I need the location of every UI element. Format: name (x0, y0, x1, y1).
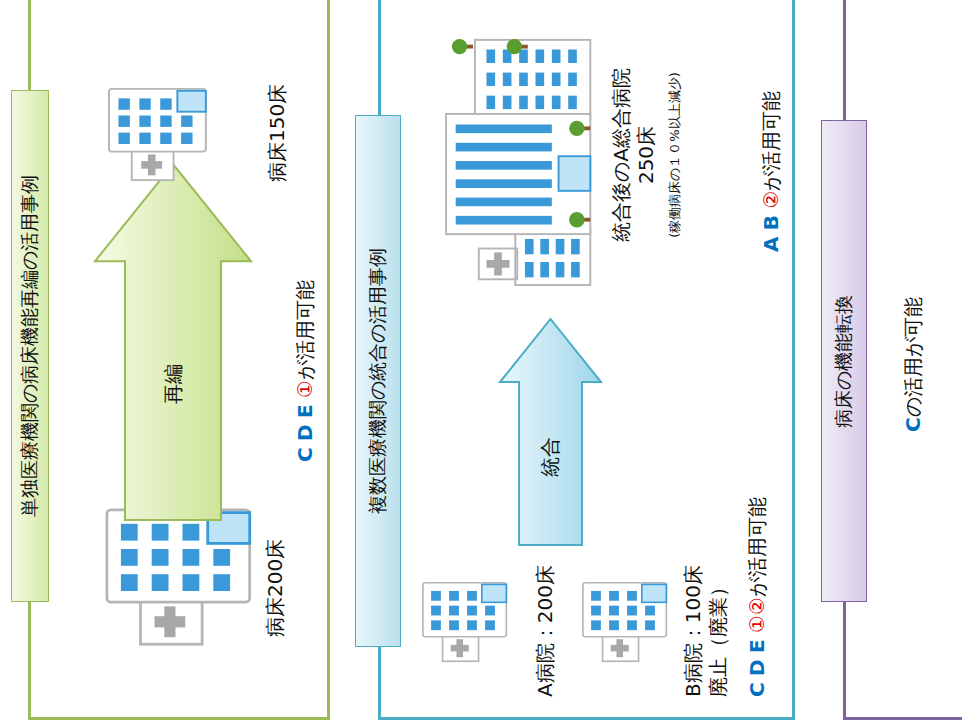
text-run (293, 441, 317, 447)
measure-letter: E (745, 639, 769, 653)
measure-letter: D (293, 424, 317, 441)
panel-heading: 病床の機能転換 (821, 120, 867, 602)
text-run (745, 633, 769, 639)
usage-note: C D E ①が活用可能 (293, 280, 318, 462)
circled-number: ② (759, 191, 783, 209)
measure-letter: B (759, 215, 783, 230)
text-run: 活 (759, 151, 783, 171)
text-run: が (901, 337, 925, 357)
text-run: 可 (901, 317, 925, 337)
hospital-icon (578, 567, 668, 677)
case-panel: 病床の機能転換Cの活用が可能 (843, 0, 962, 720)
measure-letter: C (745, 682, 769, 697)
block-arrow (498, 317, 603, 547)
hospital-figure: B病院：100床 廃止（廃業） (573, 525, 738, 700)
panel-heading: 単独医療機関の病床機能再編の活用事例 (11, 90, 49, 602)
text-run: 活 (901, 377, 925, 397)
text-run: 可 (293, 300, 317, 320)
text-run: 能 (293, 280, 317, 300)
text-run: 用 (759, 131, 783, 151)
text-run (759, 230, 783, 236)
text-run: 可 (745, 517, 769, 537)
usage-note: A B ②が活用可能 (759, 91, 784, 252)
text-run (745, 653, 769, 659)
circled-number: ① (293, 380, 317, 398)
general-hospital-icon (428, 37, 593, 287)
text-run (293, 398, 317, 404)
text-run: 活 (293, 340, 317, 360)
measure-letter: C (293, 447, 317, 462)
text-run: の (901, 397, 925, 417)
usage-note: Cの活用が可能 (901, 297, 926, 432)
text-run (745, 676, 769, 682)
block-arrow (93, 162, 253, 522)
text-run (293, 418, 317, 424)
hospital-label: 統合後のA総合病院 250床 (609, 40, 659, 270)
hospital-figure: 統合後のA総合病院 250床 (稼働病床の１０%以上減少) (423, 6, 698, 300)
text-run: 可 (759, 111, 783, 131)
text-run (759, 209, 783, 215)
case-panel: 複数医療機関の統合の活用事例C D E ①②が活用可能A B ②が活用可能A病院… (378, 0, 795, 720)
hospital-label: A病院：200床 (533, 565, 558, 697)
measure-letter: E (293, 404, 317, 418)
text-run: が (745, 577, 769, 597)
block-arrow-box: 統合 (498, 317, 603, 547)
text-run: が (293, 360, 317, 380)
text-run: が (759, 171, 783, 191)
block-arrow-box: 再編 (93, 162, 253, 522)
arrow-label: 統合 (538, 437, 563, 477)
hospital-label: (稼働病床の１０%以上減少) (667, 10, 683, 300)
text-run: 能 (745, 497, 769, 517)
hospital-icon (93, 87, 218, 182)
circled-number: ① (745, 615, 769, 633)
hospital-figure: 病床150床 (93, 65, 298, 185)
hospital-label: 病床150床 (265, 84, 290, 182)
text-run: 用 (745, 537, 769, 557)
text-run: 用 (293, 320, 317, 340)
measure-letter: A (759, 237, 783, 252)
hospital-icon (98, 507, 253, 647)
case-panel: 単独医療機関の病床機能再編の活用事例C D E ①が活用可能病床200床再編病床… (28, 0, 330, 720)
usage-note: C D E ①②が活用可能 (745, 497, 770, 697)
measure-letter: D (745, 659, 769, 676)
hospital-label: B病院：100床 廃止（廃業） (681, 537, 731, 697)
hospital-figure: A病院：200床 (413, 530, 568, 700)
hospital-label: 病床200床 (263, 539, 288, 637)
text-run: 活 (745, 557, 769, 577)
text-run: 能 (901, 297, 925, 317)
text-run: 能 (759, 91, 783, 111)
arrow-label: 再編 (161, 364, 186, 404)
circled-number: ② (745, 597, 769, 615)
hospital-icon (418, 567, 508, 677)
text-run: 用 (901, 357, 925, 377)
measure-letter: C (901, 417, 925, 432)
panel-heading: 複数医療機関の統合の活用事例 (355, 115, 401, 647)
